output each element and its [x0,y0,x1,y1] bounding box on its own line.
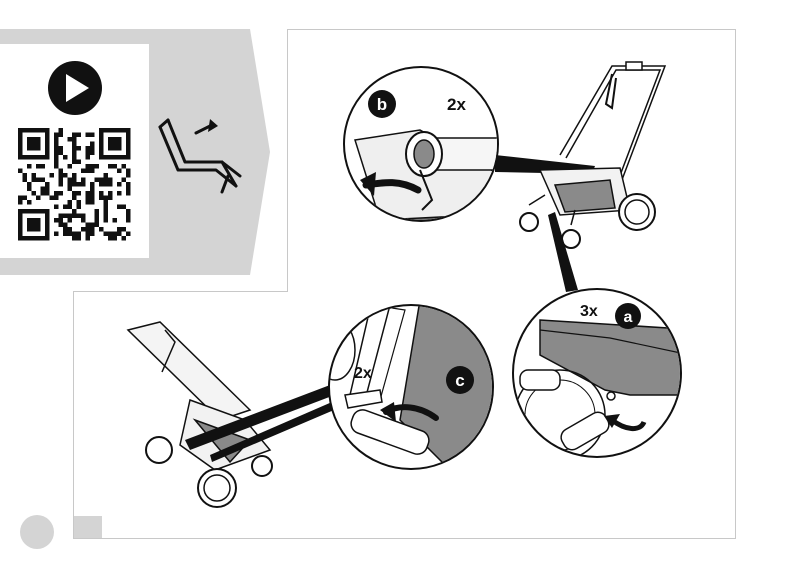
callout-a-count: 3x [580,303,598,320]
stroller-folded-illustration [128,322,272,507]
callout-a-pointer [548,212,578,292]
callout-b-letter: b [377,95,387,114]
callout-b: b 2x [344,67,595,240]
callout-a-letter: a [624,309,633,326]
callout-c: c 2x [315,300,500,470]
callout-c-count: 2x [354,365,372,382]
qr-code-icon[interactable] [18,128,131,241]
callout-c-letter: c [455,371,464,390]
stroller-frame-illustration [520,62,665,248]
seat-recline-icon [160,119,240,192]
play-icon[interactable] [48,61,102,115]
callout-b-count: 2x [447,95,466,114]
footer-marker [74,516,102,538]
page-number-circle [20,515,54,549]
callout-a: a 3x [513,289,700,460]
